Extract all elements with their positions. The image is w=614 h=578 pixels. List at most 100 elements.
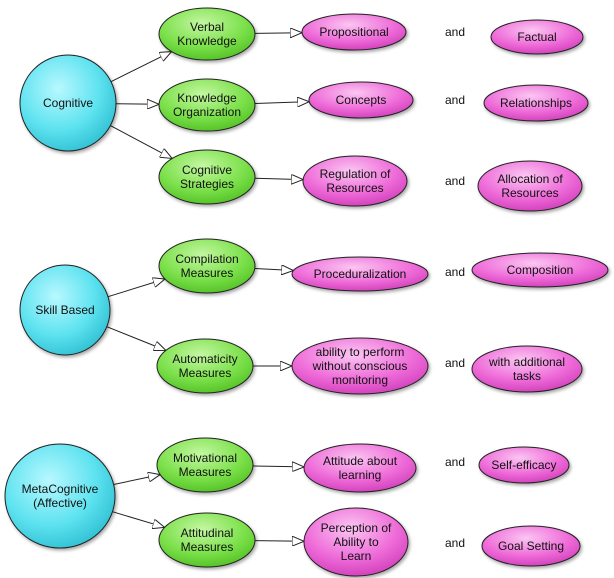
connector-layer [106,33,309,542]
outcome-node-shape [301,13,407,51]
root-node-shape [19,54,117,152]
outcome-node-shape [303,443,417,493]
outcome-node-label: learning [339,468,382,482]
outcome-node[interactable]: Self-efficacy [478,446,570,484]
category-node-shape [158,7,256,61]
category-node-label: Compilation [175,252,238,266]
outcome-node-shape [471,252,609,288]
category-node-shape [156,338,254,394]
outcome-node-label: tasks [513,369,541,383]
category-node-shape [158,512,256,568]
category-node-label: Knowledge [177,91,237,105]
conjunction-label: and [445,93,465,107]
connector-root-to-category [115,104,159,105]
outcome-node-shape [478,446,570,484]
category-node-label: Motivational [173,451,237,465]
outcome-node-label: Allocation of [497,172,563,186]
outcome-node-label: ability to perform [316,345,405,359]
outcome-node-label: Perception of [321,521,392,535]
conjunction-label: and [445,455,465,469]
outcome-node-label: Attitude about [323,454,398,468]
category-node-label: Automaticity [172,352,237,366]
connector-root-to-category [113,475,160,486]
outcome-node-label: Composition [507,263,574,277]
outcome-node-label: Regulation of [320,167,391,181]
outcome-node[interactable]: Composition [471,252,609,288]
outcome-node-shape [471,345,583,393]
category-node-label: Measures [179,465,232,479]
connector-root-to-category [112,511,164,528]
outcome-node-label: Relationships [500,96,572,110]
root-node-label: Skill Based [35,303,94,317]
outcome-node-label: with additional [488,355,565,369]
outcome-node-label: Resources [326,181,383,195]
root-node-shape [4,443,116,549]
category-node-label: Knowledge [177,34,237,48]
connector-root-to-category [110,52,172,83]
connector-category-to-outcome [254,178,303,179]
category-node-shape [158,238,256,294]
category-node-label: Strategies [180,177,234,191]
outcome-node-shape [302,155,408,207]
outcome-node-shape [291,337,429,395]
conjunction-label: and [445,265,465,279]
root-node[interactable]: MetaCognitive(Affective) [4,443,116,549]
root-node-label: MetaCognitive [22,482,99,496]
category-node-label: Measures [181,266,234,280]
outcome-node[interactable]: Relationships [483,84,589,122]
connector-category-to-outcome [254,102,309,104]
root-node-label: (Affective) [33,496,87,510]
connector-category-to-outcome [254,541,304,542]
outcome-node-shape [483,84,589,122]
outcome-node-label: Ability to [333,535,379,549]
category-node-label: Organization [173,105,241,119]
outcome-node-label: Propositional [319,25,388,39]
outcome-node[interactable]: Concepts [308,81,414,119]
outcome-node[interactable]: Goal Setting [481,525,581,567]
category-node-shape [156,437,254,493]
connector-category-to-outcome [252,466,304,467]
outcome-node-label: Goal Setting [498,539,564,553]
outcome-node-shape [308,81,414,119]
outcome-node-label: Concepts [336,93,387,107]
outcome-node[interactable]: Propositional [301,13,407,51]
root-node[interactable]: Skill Based [19,264,111,356]
category-node-shape [158,78,256,132]
connector-root-to-category [107,279,165,298]
root-node[interactable]: Cognitive [19,54,117,152]
outcome-node[interactable]: Factual [490,19,584,55]
conjunction-label: and [445,25,465,39]
category-node-label: Measures [181,540,234,554]
connector-category-to-outcome [254,268,294,270]
connector-category-to-outcome [254,33,302,34]
category-node-shape [158,149,256,205]
outcome-node-label: Factual [517,30,556,44]
connector-root-to-category [110,125,172,159]
outcome-node-label: without conscious [312,359,408,373]
category-node-label: Verbal [190,20,224,34]
outcome-node[interactable]: Proceduralization [291,256,429,292]
outcome-node-shape [303,507,409,577]
category-node-label: Attitudinal [181,526,234,540]
conjunction-label: and [445,174,465,188]
outcome-node-label: Resources [501,186,558,200]
conjunction-label: and [445,356,465,370]
outcome-node-label: monitoring [332,373,388,387]
root-node-shape [19,264,111,356]
conjunction-label: and [445,536,465,550]
outcome-node-label: Learn [341,549,372,563]
